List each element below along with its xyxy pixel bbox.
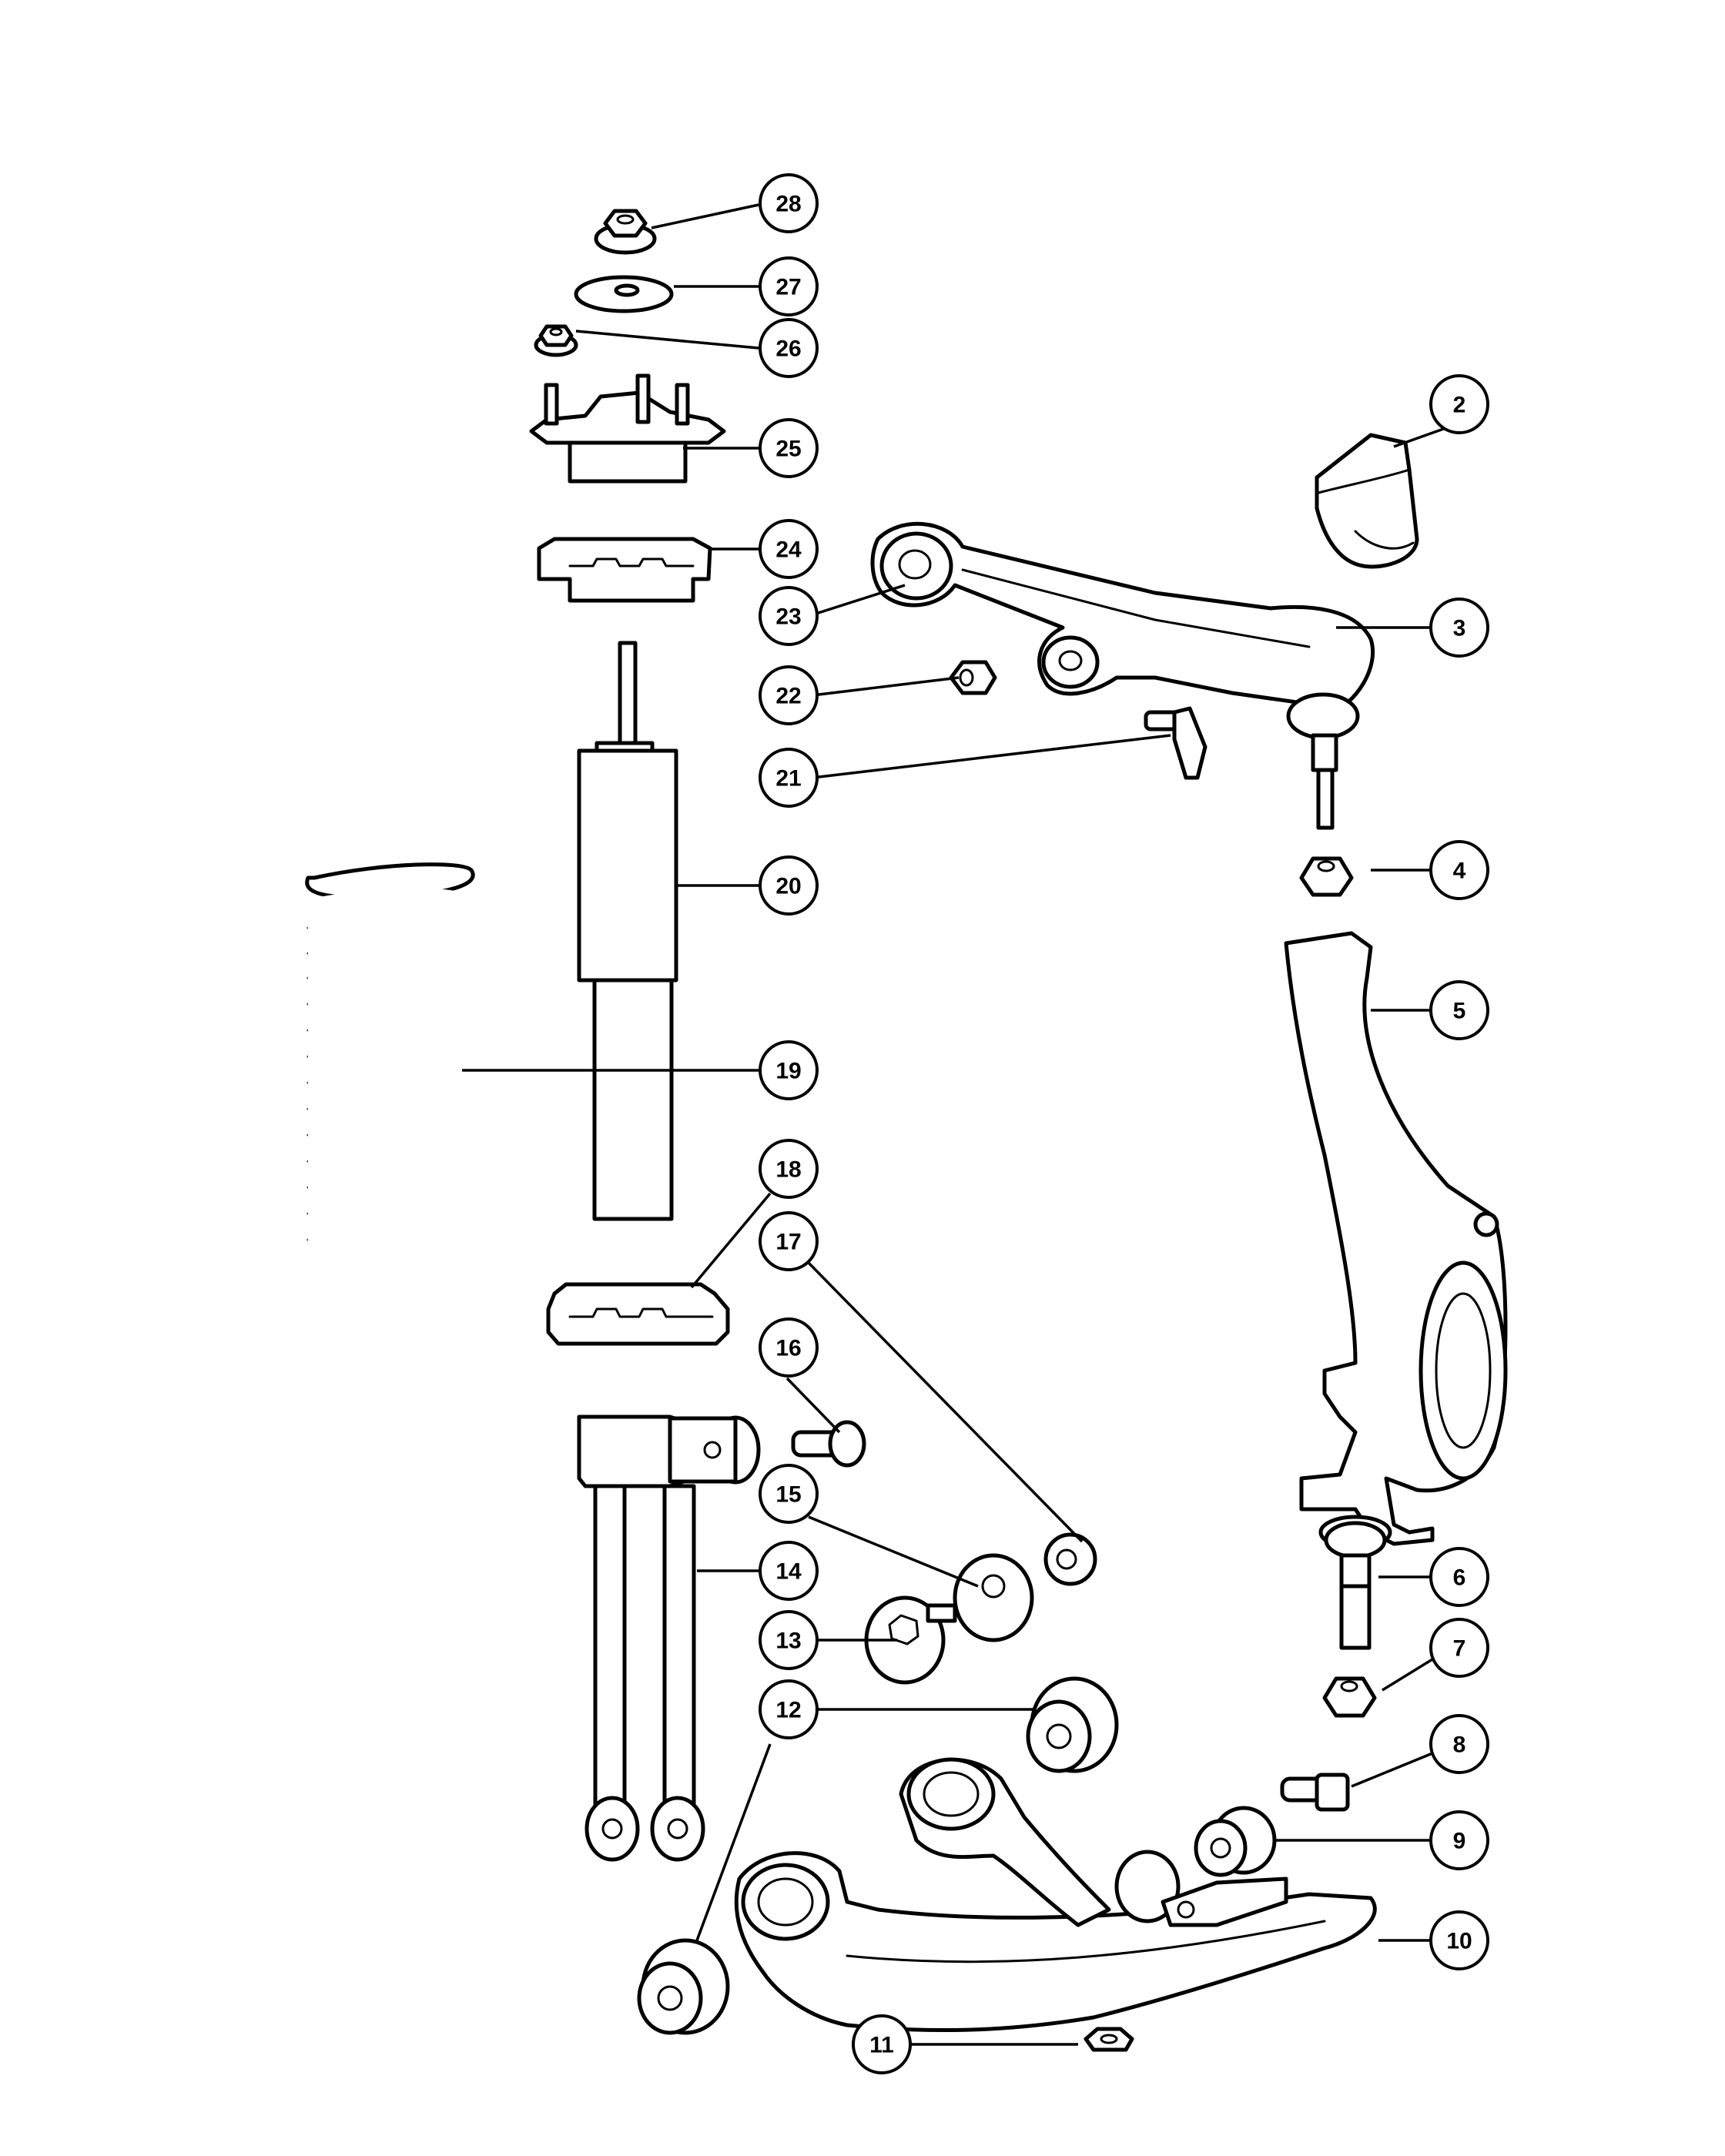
part-lower-control-arm-link xyxy=(899,1757,1288,1927)
callout-19: 19 xyxy=(759,1040,819,1100)
callout-9: 9 xyxy=(1429,1810,1489,1870)
svg-text:15: 15 xyxy=(775,1482,801,1508)
callout-22: 22 xyxy=(759,665,819,725)
part-upper-control-arm-3 xyxy=(870,521,1375,830)
callout-15: 15 xyxy=(759,1464,819,1524)
callout-14: 14 xyxy=(759,1541,819,1601)
callout-2: 2 xyxy=(1429,374,1489,434)
svg-text:27: 27 xyxy=(775,275,801,300)
svg-text:18: 18 xyxy=(775,1157,801,1183)
svg-text:10: 10 xyxy=(1446,1929,1472,1954)
callout-8: 8 xyxy=(1429,1714,1489,1774)
svg-text:9: 9 xyxy=(1453,1829,1466,1854)
part-washer-27 xyxy=(574,275,674,313)
part-coil-spring-19 xyxy=(303,862,479,1270)
part-nut-17 xyxy=(1043,1532,1097,1586)
part-cam-washer-15 xyxy=(953,1553,1034,1642)
callout-5: 5 xyxy=(1429,980,1489,1040)
svg-text:8: 8 xyxy=(1453,1732,1466,1758)
callout-10: 10 xyxy=(1429,1910,1489,1970)
part-nut-26 xyxy=(534,324,578,357)
svg-text:24: 24 xyxy=(775,537,802,563)
part-strut-mount-25 xyxy=(529,373,726,484)
callout-4: 4 xyxy=(1429,840,1489,900)
callout-11: 11 xyxy=(852,2014,912,2074)
part-lower-control-arm-10 xyxy=(734,1851,1377,2033)
svg-text:26: 26 xyxy=(775,336,801,362)
leader-lines xyxy=(462,203,1449,2046)
callout-25: 25 xyxy=(759,418,819,478)
svg-text:12: 12 xyxy=(775,1698,801,1723)
callout-20: 20 xyxy=(759,855,819,916)
callout-28: 28 xyxy=(759,173,819,233)
part-bushing-12a xyxy=(1026,1676,1119,1773)
part-shock-absorber-20 xyxy=(577,641,678,1221)
svg-text:7: 7 xyxy=(1453,1636,1466,1662)
callout-17: 17 xyxy=(759,1211,819,1271)
svg-text:17: 17 xyxy=(775,1230,801,1255)
svg-text:23: 23 xyxy=(775,604,801,630)
callout-27: 27 xyxy=(759,256,819,316)
part-jounce-bumper-2 xyxy=(1315,433,1419,569)
svg-text:5: 5 xyxy=(1453,999,1466,1024)
callout-6: 6 xyxy=(1429,1547,1489,1607)
svg-text:11: 11 xyxy=(869,2033,894,2058)
part-sensor-8 xyxy=(1280,1773,1350,1812)
part-nut-4 xyxy=(1299,856,1354,897)
svg-text:4: 4 xyxy=(1453,859,1466,884)
svg-text:28: 28 xyxy=(775,192,801,217)
part-flange-nut-28 xyxy=(594,209,657,255)
part-shock-clevis-14 xyxy=(577,1414,761,1862)
svg-text:25: 25 xyxy=(775,437,801,462)
part-bolt-16 xyxy=(791,1420,866,1468)
svg-text:19: 19 xyxy=(775,1059,801,1084)
part-nut-7 xyxy=(1322,1676,1377,1718)
callout-23: 23 xyxy=(759,586,819,646)
svg-text:6: 6 xyxy=(1453,1565,1466,1591)
part-bushing-9 xyxy=(1194,1806,1277,1877)
svg-text:20: 20 xyxy=(775,874,801,899)
part-bushing-12b xyxy=(637,1938,730,2035)
svg-text:3: 3 xyxy=(1453,616,1466,641)
svg-text:13: 13 xyxy=(775,1629,801,1654)
callout-13: 13 xyxy=(759,1610,819,1670)
svg-text:21: 21 xyxy=(775,766,801,792)
svg-text:16: 16 xyxy=(775,1336,801,1361)
svg-text:14: 14 xyxy=(775,1559,802,1585)
part-nut-22 xyxy=(949,660,997,695)
callout-3: 3 xyxy=(1429,598,1489,658)
callout-18: 18 xyxy=(759,1139,819,1199)
part-steering-knuckle-5 xyxy=(1284,931,1508,1650)
callout-7: 7 xyxy=(1429,1618,1489,1678)
callout-24: 24 xyxy=(759,519,819,579)
part-lower-spring-isolator-18 xyxy=(546,1282,730,1346)
part-nut-11 xyxy=(1084,2027,1134,2052)
callout-12: 12 xyxy=(759,1679,819,1739)
callout-16: 16 xyxy=(759,1317,819,1378)
part-upper-spring-isolator-24 xyxy=(537,537,712,603)
part-sensor-21 xyxy=(1144,706,1208,780)
svg-text:22: 22 xyxy=(775,684,801,709)
callout-26: 26 xyxy=(759,318,819,378)
callout-21: 21 xyxy=(759,748,819,808)
svg-text:2: 2 xyxy=(1453,393,1466,418)
